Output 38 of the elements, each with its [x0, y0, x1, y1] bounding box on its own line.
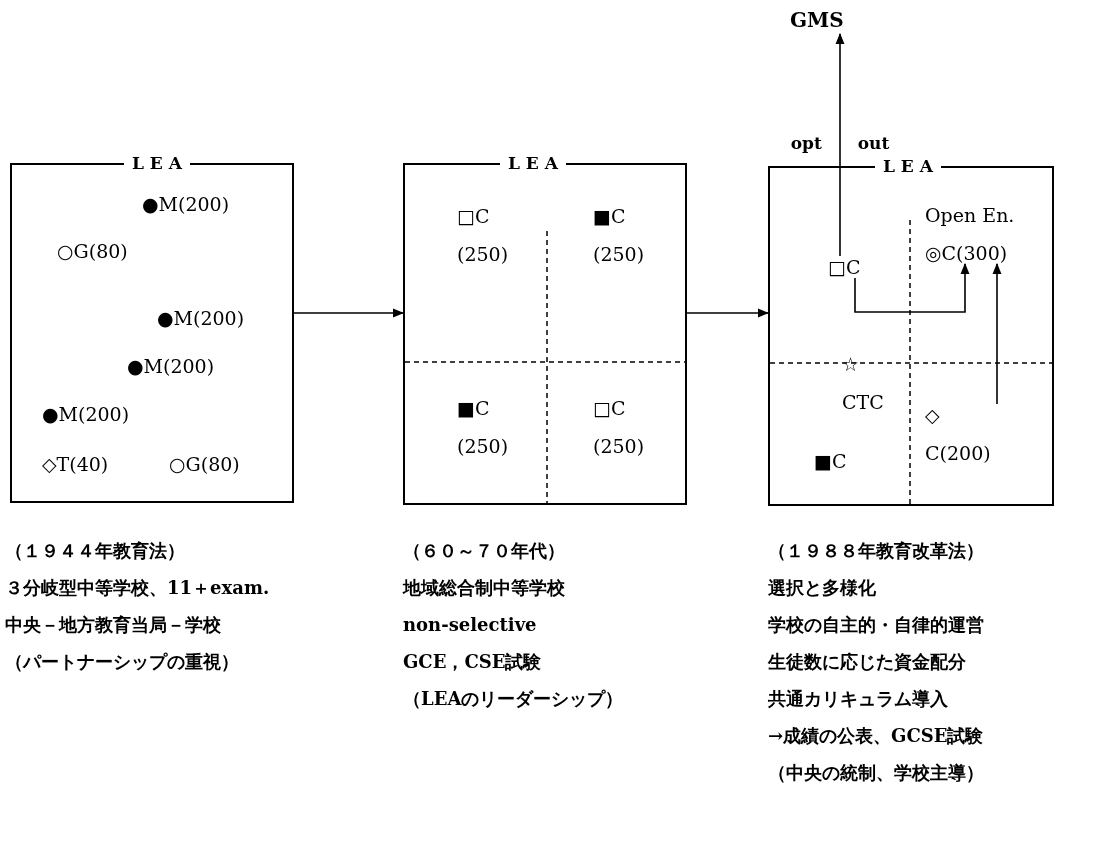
school-item: ■C	[814, 450, 847, 472]
school-item: □C	[828, 256, 861, 278]
caption-line: （１９８８年教育改革法）	[768, 539, 984, 563]
caption-line: →成績の公表、GCSE試験	[768, 724, 984, 748]
school-item: ○G(80)	[169, 453, 240, 475]
caption-line: 中央－地方教育当局－学校	[5, 613, 221, 637]
school-item: □C (250)	[593, 397, 645, 457]
caption-line: （LEAのリーダーシップ）	[403, 687, 624, 711]
caption-line: 生徒数に応じた資金配分	[768, 650, 966, 674]
school-item: ■C (250)	[457, 397, 509, 457]
school-item: ●M(200)	[157, 307, 245, 329]
caption-line: （１９４４年教育法）	[5, 539, 185, 563]
school-item: ◇ C(200)	[925, 404, 1040, 464]
school-item: ■C (250)	[593, 205, 645, 265]
school-item: ●M(200)	[42, 403, 130, 425]
caption-line: （中央の統制、学校主導）	[768, 761, 984, 785]
caption-line: （６０～７０年代）	[403, 539, 565, 563]
school-item: ●M(200)	[142, 193, 230, 215]
school-item: □C (250)	[457, 205, 509, 265]
caption-line: 共通カリキュラム導入	[768, 687, 948, 711]
caption-line: ３分岐型中等学校、11＋exam.	[5, 576, 270, 600]
caption-line: GCE，CSE試験	[403, 650, 542, 674]
arrow	[293, 308, 405, 318]
caption-line: non-selective	[403, 613, 537, 637]
arrow	[992, 262, 1002, 405]
arrow	[854, 262, 970, 313]
gms-text: GMS	[790, 8, 844, 32]
caption-line: 選択と多様化	[768, 576, 876, 600]
caption-line: 学校の自主的・自律的運営	[768, 613, 984, 637]
caption-line: （パートナーシップの重視）	[5, 650, 239, 674]
arrow	[835, 32, 845, 257]
school-item: ◇T(40)	[42, 453, 109, 475]
arrow	[686, 308, 770, 318]
school-item: Open En. ◎C(300)	[925, 204, 1040, 264]
edge-label: opt out	[790, 133, 890, 153]
school-item: ○G(80)	[57, 240, 128, 262]
school-item: ●M(200)	[127, 355, 215, 377]
caption-line: 地域総合制中等学校	[403, 576, 565, 600]
